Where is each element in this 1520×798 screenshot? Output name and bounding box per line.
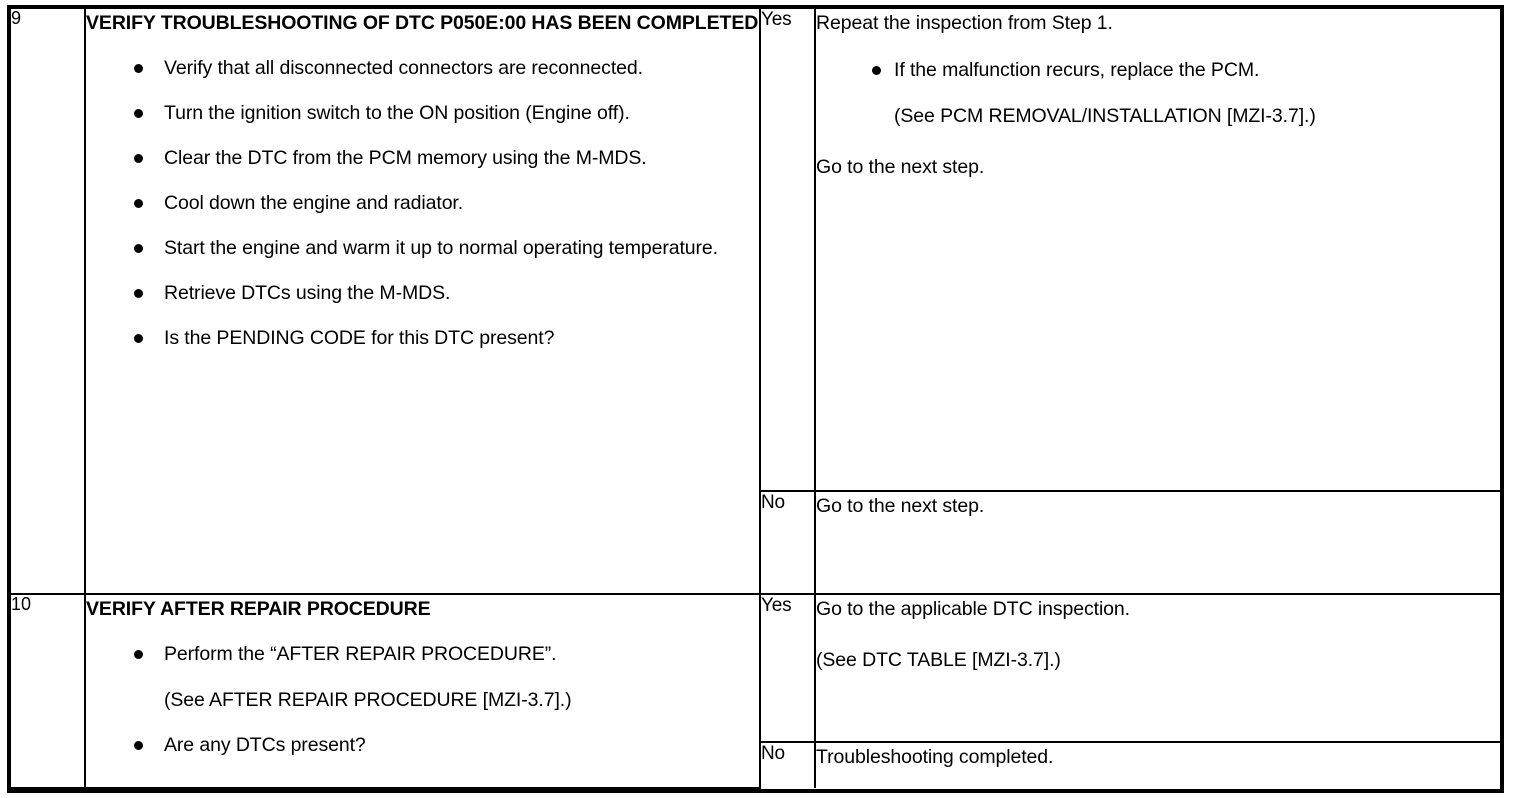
list-item: Cool down the engine and radiator.	[86, 188, 759, 218]
list-item-text: Turn the ignition switch to the ON posit…	[164, 101, 630, 124]
list-item-text: Is the PENDING CODE for this DTC present…	[164, 326, 555, 349]
action-reference-text: (See DTC TABLE [MZI-3.7].)	[816, 649, 1061, 672]
list-item: Is the PENDING CODE for this DTC present…	[86, 323, 759, 353]
list-item: Start the engine and warm it up to norma…	[86, 233, 759, 263]
bullet-icon	[134, 63, 143, 73]
action-cell-10-yes: Go to the applicable DTC inspection. (Se…	[814, 593, 1500, 743]
list-item: Perform the “AFTER REPAIR PROCEDURE”. (S…	[86, 639, 759, 715]
list-item-text: Start the engine and warm it up to norma…	[164, 236, 718, 259]
step-number: 9	[11, 8, 22, 28]
table-row: No Troubleshooting completed.	[11, 741, 1500, 788]
answer-label: Yes	[761, 9, 792, 30]
bullet-icon	[134, 198, 143, 208]
list-item-text: If the malfunction recurs, replace the P…	[894, 59, 1260, 82]
action-cell-9-no: Go to the next step.	[814, 490, 1500, 595]
inspection-cell-10: VERIFY AFTER REPAIR PROCEDURE Perform th…	[84, 593, 761, 789]
list-item-text: Verify that all disconnected connectors …	[164, 56, 643, 79]
action-lead-text: Repeat the inspection from Step 1.	[816, 12, 1113, 34]
table-row: 10 VERIFY AFTER REPAIR PROCEDURE Perform…	[11, 593, 1500, 789]
bullet-icon	[134, 153, 143, 163]
inspection-bullet-list: Perform the “AFTER REPAIR PROCEDURE”. (S…	[86, 639, 759, 760]
list-item: Clear the DTC from the PCM memory using …	[86, 143, 759, 173]
list-item: Retrieve DTCs using the M-MDS.	[86, 278, 759, 308]
step-number-cell-10: 10	[11, 593, 86, 789]
bullet-icon	[134, 243, 143, 253]
list-item-text: Retrieve DTCs using the M-MDS.	[164, 281, 451, 304]
table-row: No Go to the next step.	[11, 490, 1500, 595]
list-item-text: Cool down the engine and radiator.	[164, 191, 464, 214]
inspection-cell-9: VERIFY TROUBLESHOOTING OF DTC P050E:00 H…	[84, 9, 761, 595]
inspection-title: VERIFY AFTER REPAIR PROCEDURE	[86, 598, 431, 620]
answer-label-cell-9-yes: Yes	[759, 9, 816, 492]
action-tail-text: Go to the next step.	[816, 156, 985, 179]
inspection-title: VERIFY TROUBLESHOOTING OF DTC P050E:00 H…	[86, 12, 759, 34]
answer-label: No	[761, 492, 785, 513]
step-number-cell-9: 9	[11, 8, 86, 595]
list-item: Are any DTCs present?	[86, 730, 759, 760]
answer-label: Yes	[761, 595, 792, 616]
inspection-bullet-list: Verify that all disconnected connectors …	[86, 53, 759, 353]
action-cell-10-no: Troubleshooting completed.	[814, 741, 1500, 788]
action-lead-text: Troubleshooting completed.	[816, 746, 1054, 768]
list-item-text: Perform the “AFTER REPAIR PROCEDURE”.	[164, 642, 557, 665]
list-item: If the malfunction recurs, replace the P…	[816, 55, 1500, 131]
table-row: 9 VERIFY TROUBLESHOOTING OF DTC P050E:00…	[11, 8, 1500, 595]
list-item: Turn the ignition switch to the ON posit…	[86, 98, 759, 128]
list-item-text: Are any DTCs present?	[164, 733, 366, 756]
bullet-icon	[134, 740, 143, 750]
bullet-icon	[872, 66, 881, 76]
bullet-icon	[134, 108, 143, 118]
bullet-icon	[134, 649, 143, 659]
list-item-reference: (See PCM REMOVAL/INSTALLATION [MZI-3.7].…	[894, 105, 1316, 128]
answer-label-cell-9-no: No	[760, 490, 816, 595]
action-lead-text: Go to the next step.	[816, 495, 985, 517]
step-number: 10	[11, 594, 32, 614]
answer-label: No	[761, 743, 785, 764]
answer-label-cell-10-yes: Yes	[759, 593, 816, 743]
action-bullet-list: If the malfunction recurs, replace the P…	[816, 55, 1500, 131]
list-item-text: Clear the DTC from the PCM memory using …	[164, 146, 647, 169]
list-item-reference: (See AFTER REPAIR PROCEDURE [MZI-3.7].)	[164, 688, 572, 711]
bullet-icon	[134, 333, 143, 343]
action-lead-text: Go to the applicable DTC inspection.	[816, 598, 1130, 620]
action-cell-9-yes: Repeat the inspection from Step 1. If th…	[814, 9, 1500, 492]
list-item: Verify that all disconnected connectors …	[86, 53, 759, 83]
troubleshooting-table: 9 VERIFY TROUBLESHOOTING OF DTC P050E:00…	[11, 8, 1500, 789]
bullet-icon	[134, 288, 143, 298]
answer-label-cell-10-no: No	[760, 741, 816, 788]
troubleshooting-table-frame: 9 VERIFY TROUBLESHOOTING OF DTC P050E:00…	[7, 5, 1504, 793]
